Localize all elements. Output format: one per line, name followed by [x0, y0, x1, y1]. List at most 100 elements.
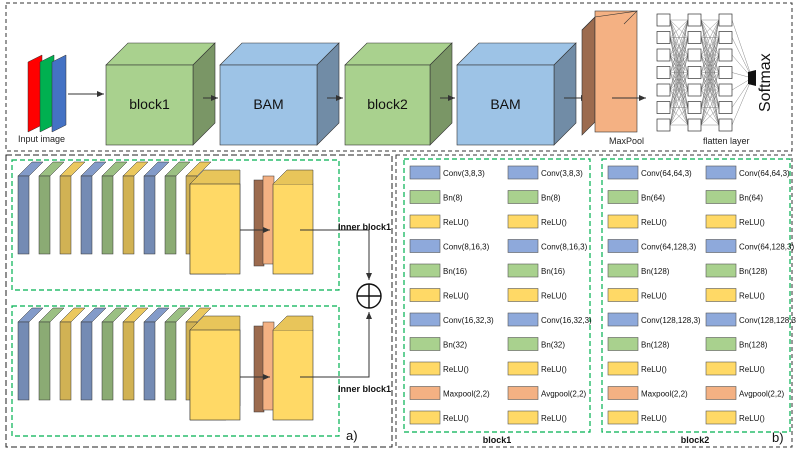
layer-swatch	[607, 337, 639, 351]
layer-swatch	[507, 288, 539, 302]
layer-swatch	[409, 165, 441, 180]
block1-left-row: ReLU()	[409, 288, 469, 302]
layer-label: Bn(8)	[541, 194, 561, 203]
inner-block-lower-frame	[11, 305, 340, 437]
block1-right-row: Conv(16,32,3)	[507, 312, 592, 327]
layer-label: ReLU()	[641, 292, 667, 301]
layer-label: Conv(3,8,3)	[443, 169, 485, 178]
fc-neuron	[687, 101, 702, 114]
block2-left-row: Bn(64)	[607, 190, 665, 204]
layer-swatch	[409, 239, 441, 253]
layer-label: Conv(128,128,3)	[739, 316, 796, 325]
layer-label: Conv(64,128,3)	[641, 243, 696, 252]
block1-right-row: ReLU()	[507, 288, 567, 302]
block2-left-row: Conv(64,64,3)	[607, 165, 692, 180]
top-block-label-2: BAM	[253, 96, 283, 112]
fc-neuron	[718, 83, 733, 97]
stack-slab	[80, 307, 107, 401]
layer-label: ReLU()	[739, 365, 765, 374]
layer-swatch	[607, 312, 639, 327]
block1-left-row: ReLU()	[409, 361, 469, 376]
block2-left-row: Bn(128)	[607, 263, 670, 278]
stack-slab	[101, 307, 128, 401]
layer-label: Conv(8,16,3)	[541, 243, 588, 252]
stack-slab	[164, 307, 191, 401]
maxpool-label: MaxPool	[609, 136, 644, 146]
layer-swatch	[507, 361, 539, 376]
inner-block-upper-label: Inner block1	[338, 222, 391, 232]
layer-swatch	[507, 263, 539, 278]
top-block-4	[456, 42, 577, 146]
layer-label: Conv(8,16,3)	[443, 243, 490, 252]
layer-label: ReLU()	[443, 365, 469, 374]
stack-slab	[59, 307, 86, 401]
panel-a-frame	[5, 154, 393, 448]
input-label: Input image	[18, 134, 65, 144]
layer-swatch	[409, 361, 441, 376]
stack-slab	[17, 161, 44, 255]
fc-neuron	[656, 48, 671, 62]
layer-swatch	[507, 386, 539, 400]
fc-neuron	[718, 13, 733, 27]
layer-label: ReLU()	[541, 414, 567, 423]
block2-right-row: Bn(64)	[705, 190, 763, 204]
block2-right-row: Bn(128)	[705, 263, 768, 278]
layer-swatch	[507, 312, 539, 327]
layer-label: ReLU()	[541, 218, 567, 227]
fc-neuron	[656, 101, 671, 114]
addition-node	[356, 283, 382, 309]
layer-label: Conv(16,32,3)	[541, 316, 592, 325]
layer-swatch	[607, 165, 639, 180]
fc-neuron	[687, 48, 702, 62]
fc-neuron	[718, 118, 733, 132]
top-frame	[5, 2, 793, 152]
softmax-connector	[748, 70, 756, 86]
layer-swatch	[507, 165, 539, 180]
block2-left-row: ReLU()	[607, 214, 667, 229]
block2-right-row: ReLU()	[705, 288, 765, 302]
fc-neuron	[718, 66, 733, 79]
layer-swatch	[607, 263, 639, 278]
layer-swatch	[409, 337, 441, 351]
layer-swatch	[607, 386, 639, 400]
layer-label: Avgpool(2,2)	[739, 390, 785, 399]
layer-label: Bn(16)	[443, 267, 467, 276]
stack-slab	[80, 161, 107, 255]
maxpool-slab	[581, 10, 638, 136]
block2-right-row: ReLU()	[705, 410, 765, 425]
layer-swatch	[705, 239, 737, 253]
layer-swatch	[705, 263, 737, 278]
layer-swatch	[409, 263, 441, 278]
layer-stack-upper	[17, 161, 314, 275]
block2-right-row: Conv(128,128,3)	[705, 312, 796, 327]
stack-pool-group	[253, 169, 314, 275]
stack-slab	[143, 161, 170, 255]
stack-front-relu	[189, 169, 241, 275]
layer-label: ReLU()	[739, 218, 765, 227]
layer-label: Conv(64,64,3)	[739, 169, 790, 178]
layer-swatch	[705, 337, 737, 351]
block1-right-row: Conv(3,8,3)	[507, 165, 583, 180]
block1-right-row: ReLU()	[507, 214, 567, 229]
top-block-1	[105, 42, 216, 146]
layer-swatch	[507, 190, 539, 204]
block1-left-row: Conv(8,16,3)	[409, 239, 490, 253]
block2-right-row: Conv(64,64,3)	[705, 165, 790, 180]
layer-label: Avgpool(2,2)	[541, 390, 587, 399]
layer-label: Conv(64,64,3)	[641, 169, 692, 178]
block1-right-row: Bn(8)	[507, 190, 561, 204]
block1-left-row: Conv(16,32,3)	[409, 312, 494, 327]
block1-left-row: ReLU()	[409, 214, 469, 229]
block2-frame	[601, 158, 791, 433]
input-image	[27, 54, 67, 133]
layer-swatch	[607, 361, 639, 376]
block2-right-row: Avgpool(2,2)	[705, 386, 785, 400]
fc-neuron	[687, 31, 702, 44]
block1-right-row: Bn(16)	[507, 263, 565, 278]
top-block-3	[344, 42, 453, 146]
layer-swatch	[607, 239, 639, 253]
layer-label: Bn(128)	[641, 341, 670, 350]
layer-label: Conv(16,32,3)	[443, 316, 494, 325]
layer-swatch	[507, 214, 539, 229]
